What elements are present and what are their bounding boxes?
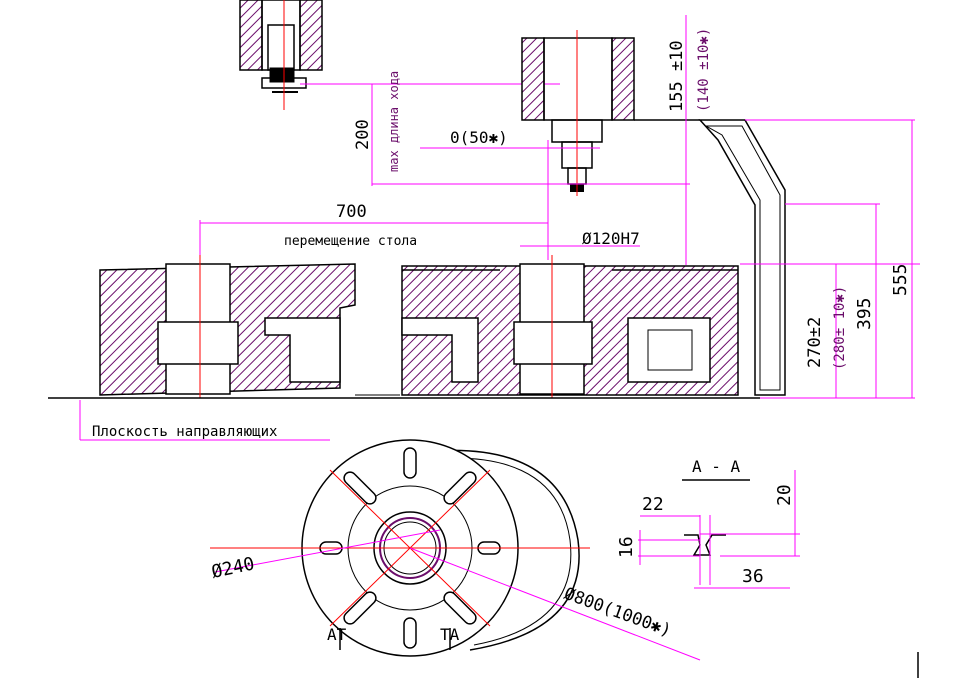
spindle-upper-left <box>239 0 560 110</box>
spindle-height-dimension: 155 ±10 (140 ±10✱) <box>667 15 712 265</box>
height-dimensions: 270±2 (280± 10✱) 395 555 <box>740 119 920 399</box>
section-mark-right: TA <box>440 625 460 644</box>
offset-label: 0(50✱) <box>450 128 508 147</box>
spindle-155-label: 155 ±10 <box>667 40 687 112</box>
height-270-label: 270±2 <box>805 317 825 368</box>
height-555-label: 555 <box>890 263 911 296</box>
height-280-label: (280± 10✱) <box>832 286 848 370</box>
slot-36-label: 36 <box>742 566 764 587</box>
slot-16-label: 16 <box>616 536 637 558</box>
table-travel-note: перемещение стола <box>284 234 417 249</box>
spindle-140-label: (140 ±10✱) <box>696 28 712 112</box>
spindle-center <box>521 30 700 196</box>
bore-label: Ø120H7 <box>582 229 640 248</box>
dia-240-label: Ø240 <box>210 553 257 583</box>
table-plan-view: AT TA <box>210 439 590 657</box>
section-mark-left: AT <box>327 625 347 644</box>
section-title: A - A <box>692 457 741 476</box>
table-travel-label: 700 <box>336 202 367 222</box>
height-395-label: 395 <box>854 297 875 330</box>
table-travel-dimension: 700 перемещение стола Ø120H7 <box>199 202 640 265</box>
travel-200-label: 200 <box>353 119 373 150</box>
column-bracket <box>698 119 786 396</box>
travel-dimension: 200 max длина хода 0(50✱) <box>353 71 690 260</box>
slot-20-label: 20 <box>774 484 795 506</box>
section-a-a: A - A 22 20 16 36 <box>616 457 800 589</box>
table-section <box>48 255 760 399</box>
guide-plane-label: Плоскость направляющих <box>92 424 277 440</box>
slot-22-label: 22 <box>642 494 664 515</box>
travel-note-label: max длина хода <box>387 71 401 172</box>
guide-plane-note: Плоскость направляющих <box>79 400 330 441</box>
